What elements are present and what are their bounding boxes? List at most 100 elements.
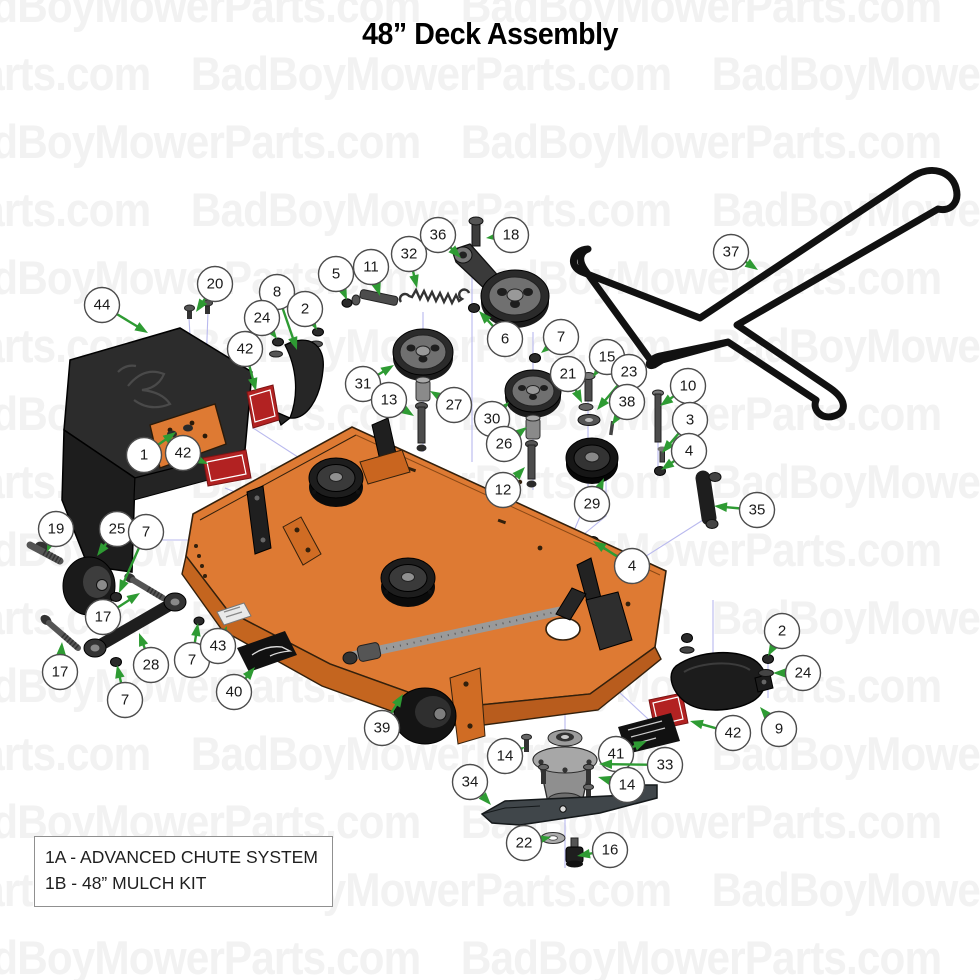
callout-16: 16 bbox=[577, 831, 629, 869]
svg-text:26: 26 bbox=[496, 436, 513, 453]
svg-text:44: 44 bbox=[94, 297, 111, 314]
support-link bbox=[695, 470, 722, 529]
anti-scalp-roller bbox=[393, 667, 486, 745]
callout-44: 44 bbox=[83, 286, 148, 333]
callout-42: 42 bbox=[226, 330, 264, 391]
page-title: 48” Deck Assembly bbox=[362, 16, 618, 51]
callout-20: 20 bbox=[196, 265, 234, 312]
svg-text:11: 11 bbox=[363, 259, 379, 276]
svg-text:10: 10 bbox=[680, 378, 697, 395]
svg-text:43: 43 bbox=[210, 638, 227, 655]
callout-21: 21 bbox=[549, 355, 587, 403]
legend-box: 1A - ADVANCED CHUTE SYSTEM 1B - 48” MULC… bbox=[34, 836, 333, 907]
callout-38: 38 bbox=[608, 383, 646, 425]
callout-17: 17 bbox=[84, 593, 140, 636]
callout-8: 8 bbox=[258, 273, 298, 350]
callout-7: 7 bbox=[119, 513, 165, 593]
extension-spring bbox=[398, 287, 471, 306]
callout-7: 7 bbox=[106, 665, 144, 719]
svg-text:34: 34 bbox=[462, 774, 479, 791]
callout-19: 19 bbox=[37, 510, 75, 552]
callout-12: 12 bbox=[484, 467, 525, 509]
svg-text:20: 20 bbox=[207, 276, 224, 293]
vidler-pulley-stack bbox=[565, 372, 619, 484]
svg-text:7: 7 bbox=[121, 692, 129, 709]
svg-text:18: 18 bbox=[503, 227, 520, 244]
svg-text:8: 8 bbox=[273, 284, 281, 301]
callout-26: 26 bbox=[485, 425, 527, 463]
front-deflector bbox=[274, 339, 324, 427]
info-decal-small bbox=[216, 602, 252, 626]
svg-text:4: 4 bbox=[685, 443, 693, 460]
svg-text:27: 27 bbox=[446, 397, 463, 414]
callout-4: 4 bbox=[661, 432, 708, 470]
mower-blade bbox=[480, 784, 658, 826]
callout-28: 28 bbox=[132, 633, 170, 684]
callout-14: 14 bbox=[598, 766, 646, 804]
svg-text:23: 23 bbox=[621, 364, 638, 381]
svg-text:31: 31 bbox=[355, 376, 372, 393]
svg-text:22: 22 bbox=[516, 835, 533, 852]
svg-text:14: 14 bbox=[619, 777, 636, 794]
callout-24: 24 bbox=[773, 654, 822, 692]
svg-text:25: 25 bbox=[109, 521, 126, 538]
callout-13: 13 bbox=[370, 381, 414, 419]
svg-text:2: 2 bbox=[778, 623, 786, 640]
callout-14: 14 bbox=[486, 737, 525, 775]
callout-5: 5 bbox=[317, 255, 355, 300]
svg-text:1: 1 bbox=[140, 447, 148, 464]
callout-17: 17 bbox=[41, 642, 79, 691]
callout-18: 18 bbox=[486, 216, 530, 254]
brand-decal-black bbox=[237, 631, 297, 672]
badboy-logo-emboss bbox=[117, 364, 172, 409]
legend-line-1: 1A - ADVANCED CHUTE SYSTEM bbox=[45, 847, 318, 867]
svg-text:21: 21 bbox=[560, 366, 577, 383]
svg-text:9: 9 bbox=[775, 721, 783, 738]
callout-27: 27 bbox=[430, 386, 473, 424]
callout-29: 29 bbox=[573, 478, 611, 523]
callout-24: 24 bbox=[243, 299, 281, 339]
blade-bolt bbox=[565, 837, 584, 868]
svg-text:3: 3 bbox=[686, 412, 694, 429]
callout-6: 6 bbox=[479, 311, 524, 358]
callout-40: 40 bbox=[215, 667, 255, 711]
callout-42: 42 bbox=[164, 434, 208, 472]
svg-text:24: 24 bbox=[795, 665, 812, 682]
callout-25: 25 bbox=[97, 510, 136, 556]
legend-line-2: 1B - 48” MULCH KIT bbox=[45, 873, 207, 894]
svg-text:7: 7 bbox=[557, 329, 565, 346]
callout-42: 42 bbox=[690, 714, 752, 752]
callout-35: 35 bbox=[714, 491, 776, 529]
svg-text:32: 32 bbox=[401, 246, 418, 263]
callout-2: 2 bbox=[763, 612, 801, 656]
idler-pulley-30-stack bbox=[504, 353, 562, 488]
svg-text:42: 42 bbox=[237, 341, 254, 358]
warning-decal-upper bbox=[246, 384, 280, 429]
callout-34: 34 bbox=[451, 763, 491, 805]
callout-33: 33 bbox=[599, 746, 684, 784]
instruction-decal-black bbox=[618, 713, 680, 754]
svg-text:33: 33 bbox=[657, 757, 674, 774]
svg-text:39: 39 bbox=[374, 720, 391, 737]
svg-text:4: 4 bbox=[628, 558, 636, 575]
svg-text:38: 38 bbox=[619, 394, 636, 411]
svg-text:28: 28 bbox=[143, 657, 160, 674]
callout-31: 31 bbox=[344, 365, 394, 403]
svg-text:14: 14 bbox=[497, 748, 514, 765]
deck-brackets bbox=[246, 417, 602, 606]
svg-text:19: 19 bbox=[48, 521, 65, 538]
svg-text:17: 17 bbox=[52, 664, 69, 681]
svg-text:24: 24 bbox=[254, 310, 271, 327]
callout-32: 32 bbox=[390, 235, 428, 288]
callout-22: 22 bbox=[505, 824, 551, 862]
idler-spring-hardware bbox=[341, 287, 471, 308]
callout-9: 9 bbox=[760, 707, 798, 748]
svg-text:41: 41 bbox=[608, 746, 625, 763]
deck-spindle-pulleys bbox=[308, 457, 436, 607]
callout-43: 43 bbox=[199, 626, 237, 665]
idler-pulley-31-stack bbox=[392, 328, 454, 452]
callout-10: 10 bbox=[660, 367, 707, 406]
deck-spindle-hole bbox=[545, 617, 581, 641]
svg-text:42: 42 bbox=[725, 725, 742, 742]
svg-text:30: 30 bbox=[484, 411, 501, 428]
